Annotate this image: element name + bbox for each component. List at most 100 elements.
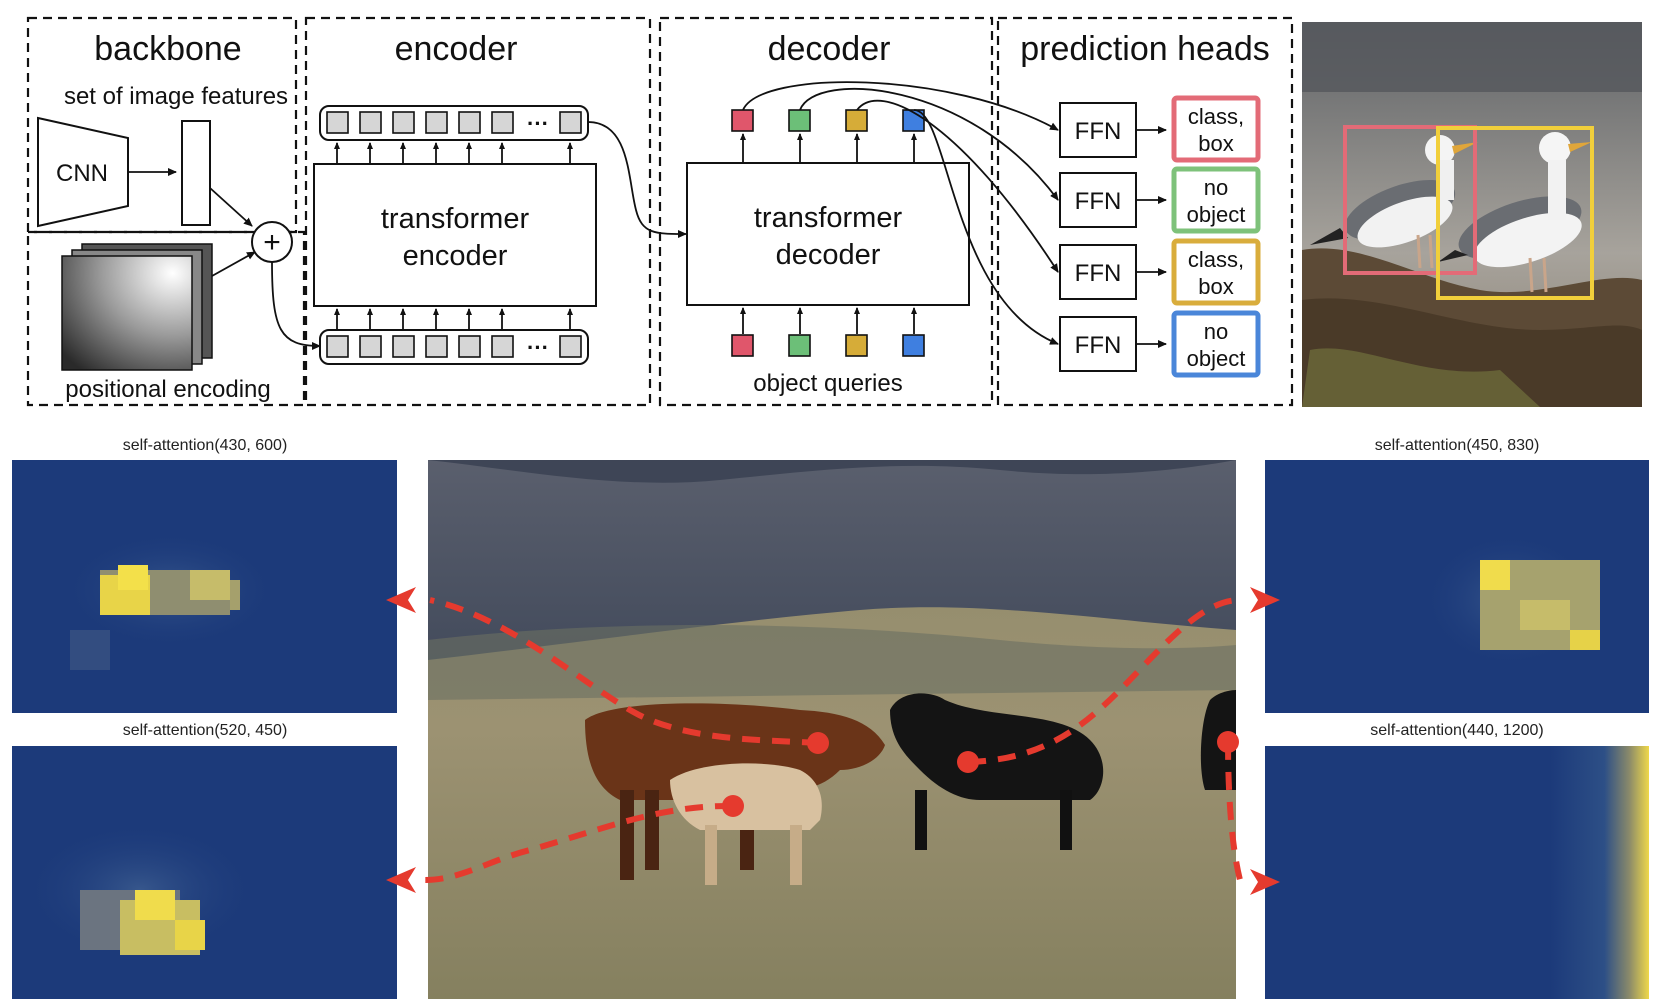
encoder-output-ellipsis: ··· <box>527 111 549 136</box>
positional-encoding-section <box>26 230 306 407</box>
encoder-output-token <box>458 111 481 134</box>
encoder-input-token <box>559 335 582 358</box>
transformer-encoder-box <box>313 163 597 307</box>
pointer-arrowhead-bottom-left <box>386 867 416 893</box>
prediction-output-line-2: box <box>1198 131 1233 156</box>
attention-caption-top-left: self-attention(430, 600) <box>123 437 288 454</box>
encoder-output-token <box>425 111 448 134</box>
ffn-box <box>1059 244 1137 300</box>
object-query-red <box>731 334 754 357</box>
cnn-label: CNN <box>56 160 108 187</box>
image-features-bar <box>181 120 211 226</box>
attention-map-top-right <box>1265 460 1649 713</box>
pointer-dot-calf <box>722 795 744 817</box>
encoder-title: encoder <box>395 30 518 68</box>
encoder-input-token-group <box>326 335 582 358</box>
prediction-output-line-2: object <box>1187 346 1246 371</box>
encoder-input-token <box>326 335 349 358</box>
attention-caption-bottom-left: self-attention(520, 450) <box>123 722 288 739</box>
object-queries <box>731 334 925 357</box>
attention-map-bottom-right <box>1265 746 1649 999</box>
cow-photo <box>428 460 1236 999</box>
pointer-dot-brown-cow <box>807 732 829 754</box>
encoder-section <box>304 16 652 407</box>
ffn-label: FFN <box>1075 260 1122 287</box>
prediction-output-line-1: class, <box>1188 247 1244 272</box>
ffn-box <box>1059 316 1137 372</box>
encoder-to-decoder-arrow <box>587 121 687 238</box>
prediction-output-line-1: no <box>1204 175 1228 200</box>
ffn-label: FFN <box>1075 188 1122 215</box>
encoder-input-tokens <box>319 329 589 365</box>
ffn-box <box>1059 172 1137 228</box>
prediction-output-box <box>1171 310 1261 378</box>
object-query-green <box>788 334 811 357</box>
encoder-up-arrows <box>334 142 573 164</box>
decoder-output-query-green <box>788 109 811 132</box>
decoder-output-queries <box>731 109 925 132</box>
pointer-arrowhead-top-right <box>1250 587 1280 613</box>
posenc-to-sum-arrow <box>211 251 256 277</box>
encoder-input-token <box>425 335 448 358</box>
backbone-section <box>26 16 298 234</box>
decoder-output-query-yellow <box>845 109 868 132</box>
encoder-input-token <box>359 335 382 358</box>
encoder-output-token <box>559 111 582 134</box>
prediction-heads-section <box>996 16 1294 407</box>
posenc-to-encoder-arrow <box>271 261 321 350</box>
seagull-photo <box>1302 22 1642 407</box>
pos-enc-layer-1 <box>61 255 193 371</box>
seagull-box-right <box>1436 126 1594 300</box>
ffn-box <box>1059 102 1137 158</box>
prediction-output-box <box>1171 238 1261 306</box>
pointer-dot-edge-cow <box>1217 731 1239 753</box>
object-queries-label: object queries <box>753 370 902 397</box>
encoder-input-ellipsis: ··· <box>527 335 549 360</box>
sum-symbol: + <box>263 226 281 259</box>
features-to-sum-arrow <box>209 187 253 227</box>
encoder-input-token <box>392 335 415 358</box>
encoder-output-token <box>359 111 382 134</box>
set-of-image-features-label: set of image features <box>64 83 288 110</box>
positional-encoding-label: positional encoding <box>65 376 271 403</box>
ffn-head-1: FFN class, box <box>1059 95 1261 163</box>
prediction-output-box <box>1171 95 1261 163</box>
attention-map-bottom-left <box>12 746 397 999</box>
attention-caption-bottom-right: self-attention(440, 1200) <box>1370 722 1543 739</box>
transformer-decoder-label-2: decoder <box>776 239 881 271</box>
prediction-output-line-1: class, <box>1188 104 1244 129</box>
prediction-heads-title: prediction heads <box>1020 30 1270 68</box>
encoder-output-tokens <box>319 105 589 141</box>
decoder-title: decoder <box>768 30 891 68</box>
attention-pointers <box>386 587 1280 895</box>
pointer-line-top-right <box>967 597 1241 765</box>
prediction-output-line-1: no <box>1204 319 1228 344</box>
ffn-label: FFN <box>1075 332 1122 359</box>
encoder-output-token <box>326 111 349 134</box>
transformer-decoder-label-1: transformer <box>754 202 903 234</box>
object-query-blue <box>902 334 925 357</box>
encoder-output-token <box>392 111 415 134</box>
decoder-up-arrows <box>740 133 917 163</box>
object-query-yellow <box>845 334 868 357</box>
seagull-box-left <box>1343 125 1477 275</box>
ffn-head-4: FFN no object <box>1059 310 1261 378</box>
pointer-arrowhead-bottom-right <box>1250 869 1280 895</box>
encoder-output-token <box>491 111 514 134</box>
decoder-to-ffn-arrows <box>742 81 1059 345</box>
pointer-line-top-left <box>429 597 821 746</box>
encoder-input-token <box>458 335 481 358</box>
encoder-output-token-group <box>326 111 582 134</box>
transformer-encoder-label-1: transformer <box>381 203 530 235</box>
backbone-title: backbone <box>94 30 241 68</box>
prediction-output-box <box>1171 166 1261 234</box>
transformer-encoder-label-2: encoder <box>403 240 508 272</box>
pointer-arrowhead-top-left <box>386 587 416 613</box>
cnn-trapezoid <box>37 116 129 228</box>
encoder-input-arrows <box>334 308 573 330</box>
pointer-line-bottom-right <box>1225 741 1243 881</box>
encoder-input-token <box>491 335 514 358</box>
attention-map-top-left <box>12 460 397 713</box>
ffn-label: FFN <box>1075 118 1122 145</box>
